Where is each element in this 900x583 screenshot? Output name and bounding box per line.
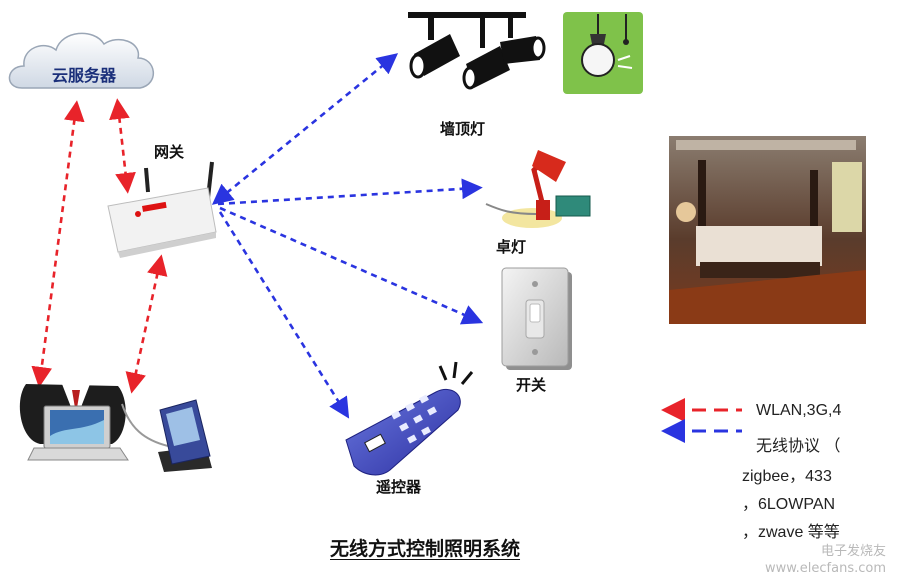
gateway-router-icon: [107, 161, 217, 258]
gateway-pda-link: [125, 254, 168, 394]
bulb-tile-icon: [563, 12, 643, 94]
gateway-remote-link: [218, 211, 350, 419]
desk-lamp-icon: [485, 150, 591, 228]
legend-blue-label-line2: zigbee，433: [742, 468, 832, 485]
watermark-name: 电子发烧友: [820, 544, 886, 559]
gateway-ceiling-link: [211, 53, 399, 205]
legend-blue-label-line4: ，zwave 等等: [742, 524, 840, 541]
blue-link-arrows: [211, 53, 484, 419]
laptop-user-icon: [19, 384, 129, 461]
diagram-title: 无线方式控制照明系统: [330, 538, 521, 560]
cloud-server-icon: [8, 32, 155, 89]
ceiling-light-label: 墙顶灯: [440, 120, 486, 138]
watermark-url: www.elecfans.com: [764, 561, 886, 576]
legend-blue-label-line1: 无线协议 （: [756, 438, 841, 455]
watermark: 电子发烧友 www.elecfans.com: [765, 543, 886, 577]
legend-red-label: WLAN,3G,4: [756, 402, 842, 419]
cloud-laptop-link: [31, 100, 85, 388]
pda-icon: [121, 399, 212, 472]
desk-lamp-label: 卓灯: [496, 238, 527, 256]
remote-control-icon: [345, 361, 474, 476]
gateway-label: 网关: [154, 143, 185, 161]
gateway-switch-link: [219, 206, 484, 325]
gateway-desklamp-link: [217, 178, 483, 206]
cloud-server-label: 云服务器: [52, 66, 117, 85]
remote-label: 遥控器: [376, 478, 422, 496]
red-link-arrows: [31, 98, 168, 394]
bedroom-photo: [669, 136, 866, 324]
ceiling-light-icon: [408, 12, 546, 90]
legend-blue-label-line3: ，6LOWPAN: [742, 496, 836, 513]
cloud-gateway-link: [109, 98, 136, 194]
wall-switch-icon: [501, 267, 572, 370]
switch-label: 开关: [516, 376, 547, 394]
